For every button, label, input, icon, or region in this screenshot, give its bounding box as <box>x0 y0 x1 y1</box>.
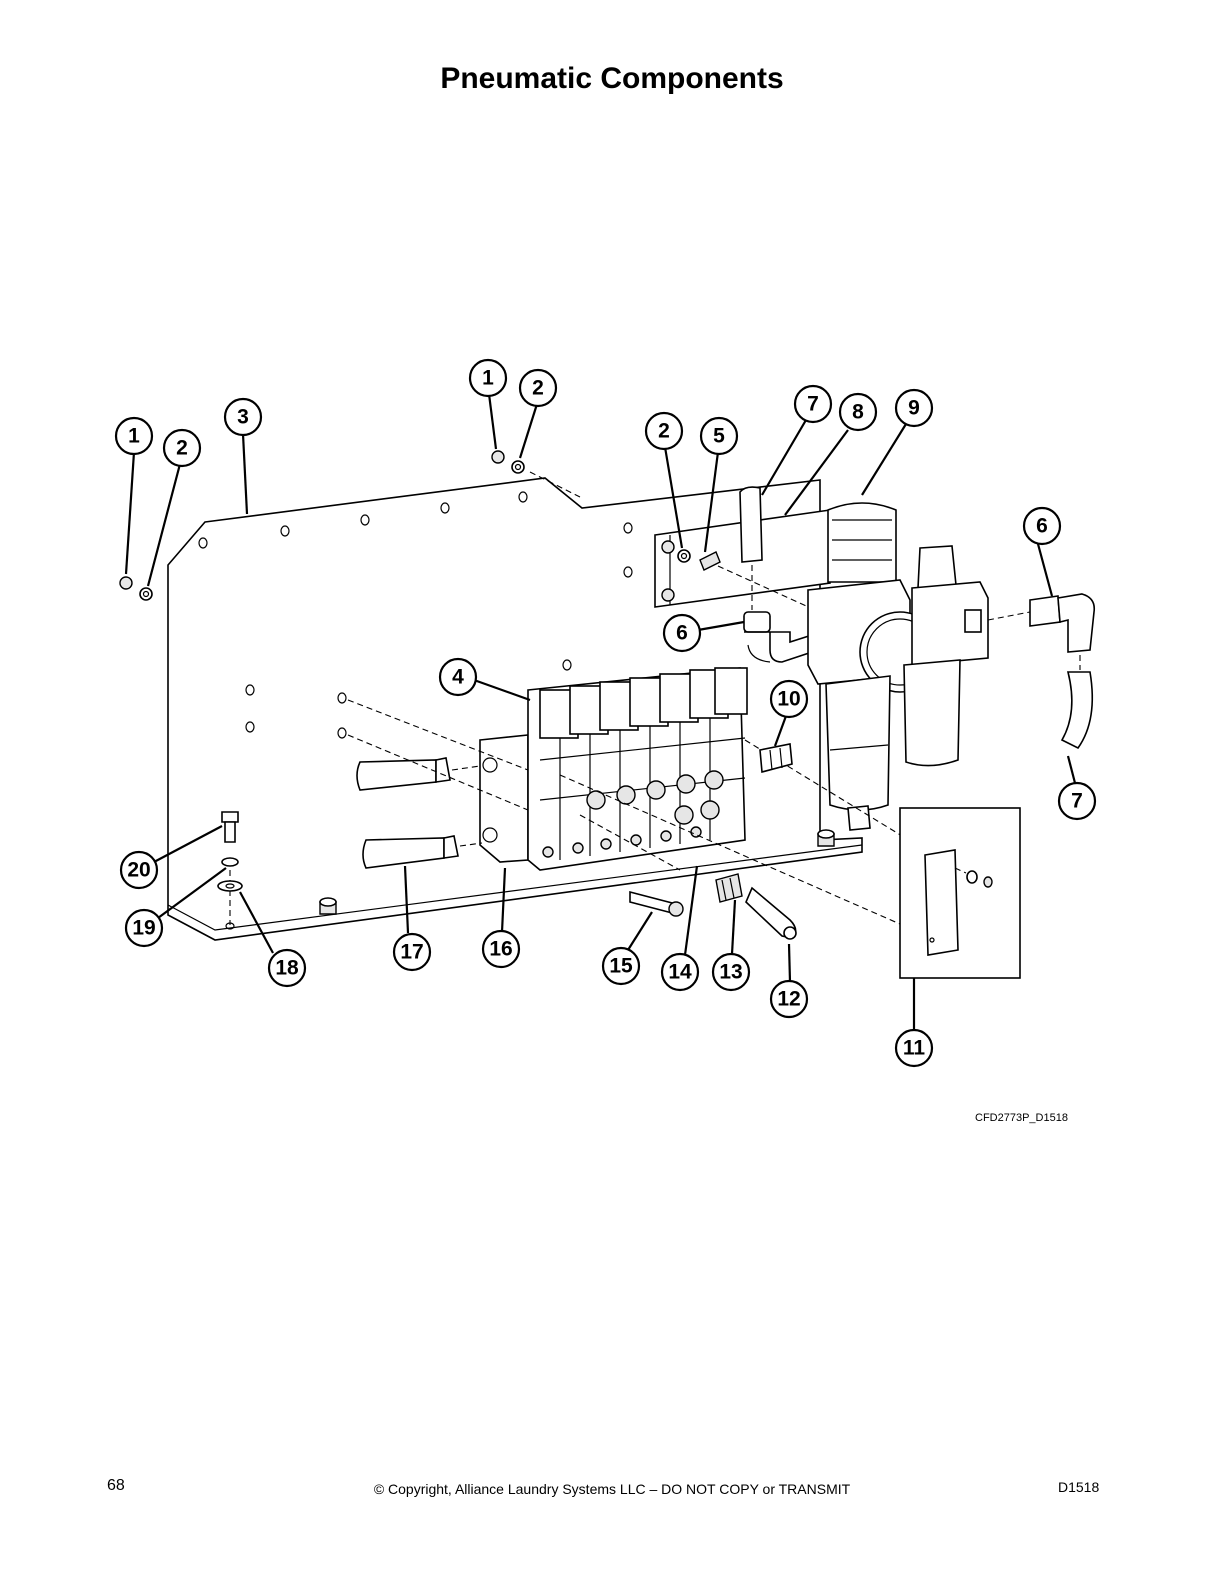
footer-document-id: D1518 <box>1058 1479 1100 1495</box>
left-screw-washer <box>119 576 153 601</box>
valve-fittings <box>586 770 724 825</box>
tube-12 <box>745 886 797 940</box>
callout-2: 2 <box>518 368 558 408</box>
svg-text:18: 18 <box>275 957 299 980</box>
svg-text:2: 2 <box>532 377 544 400</box>
svg-text:16: 16 <box>489 938 512 961</box>
callout-20: 20 <box>119 850 159 890</box>
svg-text:13: 13 <box>719 961 742 984</box>
svg-text:8: 8 <box>852 401 864 424</box>
svg-text:4: 4 <box>452 666 464 689</box>
svg-text:17: 17 <box>400 941 423 964</box>
callout-11: 11 <box>894 1028 934 1068</box>
svg-text:10: 10 <box>777 688 800 711</box>
svg-text:1: 1 <box>128 425 140 448</box>
svg-text:7: 7 <box>1071 790 1083 813</box>
svg-text:2: 2 <box>658 420 670 443</box>
svg-text:14: 14 <box>668 961 692 984</box>
callout-7: 7 <box>793 384 833 424</box>
callout-2: 2 <box>162 428 202 468</box>
detail-box-11 <box>899 807 1021 979</box>
elbow-fitting-left <box>743 611 813 663</box>
callout-9: 9 <box>894 388 934 428</box>
top-screw-washer <box>491 450 581 498</box>
callout-15: 15 <box>601 946 641 986</box>
svg-text:9: 9 <box>908 397 920 420</box>
figure-code: CFD2773P_D1518 <box>975 1112 1068 1124</box>
hose-top <box>739 486 763 610</box>
callout-12: 12 <box>769 979 809 1019</box>
svg-text:19: 19 <box>132 917 155 940</box>
mufflers <box>356 757 483 869</box>
elbow-fitting-right <box>987 593 1096 750</box>
callout-3: 3 <box>223 397 263 437</box>
svg-text:15: 15 <box>609 955 633 978</box>
callout-7: 7 <box>1057 781 1097 821</box>
callout-2: 2 <box>644 411 684 451</box>
fitting-13 <box>715 873 743 903</box>
svg-text:2: 2 <box>176 437 188 460</box>
footer-page-number: 68 <box>107 1477 125 1494</box>
callout-13: 13 <box>711 952 751 992</box>
callout-16: 16 <box>481 929 521 969</box>
svg-text:5: 5 <box>713 425 725 448</box>
pin-15 <box>629 890 684 917</box>
lubricator <box>903 545 989 767</box>
callout-6: 6 <box>1022 506 1062 546</box>
callout-4: 4 <box>438 657 478 697</box>
fitting-10 <box>759 743 793 774</box>
svg-text:20: 20 <box>127 859 150 882</box>
svg-text:11: 11 <box>903 1037 926 1060</box>
svg-text:1: 1 <box>482 367 494 390</box>
callout-1: 1 <box>468 358 508 398</box>
callout-6: 6 <box>662 613 702 653</box>
callout-19: 19 <box>124 908 164 948</box>
page-title: Pneumatic Components <box>440 62 784 95</box>
leader-lines <box>124 393 1077 1030</box>
callout-18: 18 <box>267 948 307 988</box>
callout-17: 17 <box>392 932 432 972</box>
svg-text:7: 7 <box>807 393 819 416</box>
svg-text:12: 12 <box>777 988 800 1011</box>
callout-1: 1 <box>114 416 154 456</box>
bolt-washers-18-20 <box>217 811 243 892</box>
callout-5: 5 <box>699 416 739 456</box>
callout-14: 14 <box>660 952 700 992</box>
footer-copyright: © Copyright, Alliance Laundry Systems LL… <box>373 1481 851 1497</box>
plate-foot-screws <box>319 829 835 915</box>
solenoid-coils <box>539 667 748 739</box>
valve-manifold <box>479 667 748 871</box>
svg-text:3: 3 <box>237 406 249 429</box>
svg-text:6: 6 <box>1036 515 1048 538</box>
callout-10: 10 <box>769 679 809 719</box>
svg-text:6: 6 <box>676 622 688 645</box>
callout-8: 8 <box>838 392 878 432</box>
